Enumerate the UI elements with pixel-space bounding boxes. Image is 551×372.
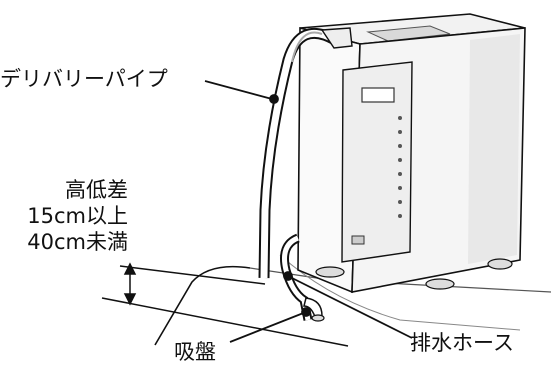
water-ionizer-unit xyxy=(297,13,526,294)
suction-cup xyxy=(303,297,325,322)
height-difference-label-line3: 40cm未満 xyxy=(27,230,128,254)
lower-level-line xyxy=(101,297,349,347)
height-difference-arrow xyxy=(123,262,137,306)
drain-hose-label: 排水ホース xyxy=(410,331,514,355)
drain-hose xyxy=(280,233,313,321)
suction-cup-label: 吸盤 xyxy=(174,340,216,364)
height-difference-label-line1: 高低差 xyxy=(65,178,128,202)
leader-lines xyxy=(204,80,413,343)
delivery-pipe-label: デリバリーパイプ xyxy=(0,67,168,91)
height-difference-label-line2: 15cm以上 xyxy=(27,204,128,228)
delivery-pipe xyxy=(258,27,338,279)
upper-level-line xyxy=(119,265,266,285)
pipe-cap xyxy=(320,27,353,49)
